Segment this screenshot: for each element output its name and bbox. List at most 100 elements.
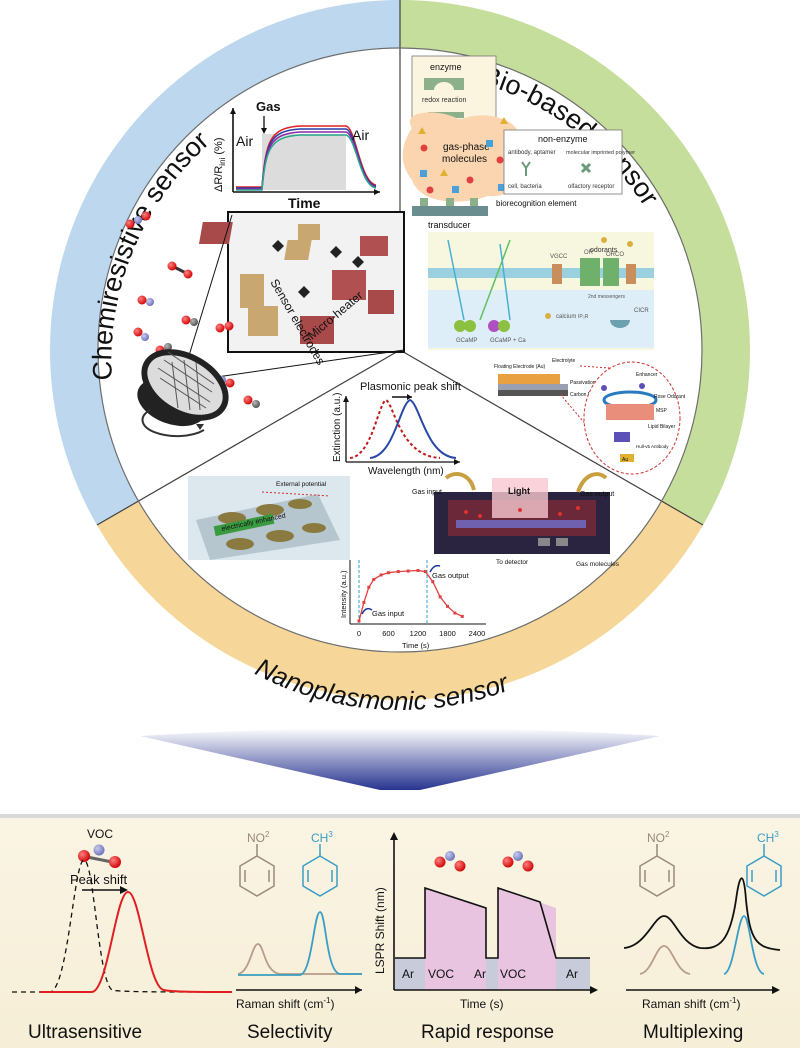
raman-left-axis-label: Raman shift (cm-1) bbox=[236, 996, 334, 1011]
calcium-label: calcium bbox=[556, 314, 576, 320]
gas-input-label: Gas input bbox=[412, 489, 442, 496]
gas-output-label: Gas output bbox=[580, 491, 614, 498]
lipid-bilayer-label: Lipid Bilayer bbox=[648, 424, 676, 430]
biorecognition-label: biorecognition element bbox=[496, 199, 577, 208]
nanowire-device-image: electrically enhanced External potential bbox=[188, 476, 350, 560]
lspr-axis-label: LSPR Shift (nm) bbox=[373, 887, 387, 974]
passivation-label: Passivation Layer bbox=[570, 380, 610, 386]
transducer-label: transducer bbox=[428, 220, 471, 230]
electrolyte-label: Electrolyte bbox=[552, 358, 576, 364]
intensity-point bbox=[379, 573, 383, 577]
rapid-molecule-icon-2 bbox=[502, 851, 534, 872]
gas-phase-label: gas-phase bbox=[443, 142, 490, 153]
air-left-label: Air bbox=[236, 133, 253, 149]
divider-nano-right bbox=[399, 349, 704, 526]
intensity-point bbox=[416, 568, 420, 572]
chart-gas-output-label: Gas output bbox=[432, 571, 470, 580]
flow-cell-diagram: Light Gas input Gas output To detector G… bbox=[412, 472, 620, 568]
plasmonic-peak-shift-plot: Plasmonic peak shift Extinction (a.u.) W… bbox=[332, 381, 461, 477]
cell-signaling-diagram: odorants VGCC OR ORCO 2nd messengers cal… bbox=[428, 232, 654, 350]
no2-left-label: NO2 bbox=[247, 830, 270, 845]
chemiresistive-response-plot: Gas Air Air Time ΔR/Rini (%) bbox=[213, 99, 380, 211]
rapid-response-title: Rapid response bbox=[421, 1022, 554, 1043]
segment-voc-2: VOC bbox=[500, 967, 526, 981]
time-axis-label: Time (s) bbox=[402, 641, 430, 650]
cell-label: cell, bacteria bbox=[508, 184, 542, 190]
intensity-axis-label: Intensity (a.u.) bbox=[339, 570, 348, 618]
intensity-point bbox=[406, 569, 410, 573]
rapid-response-panel: Ar VOC Ar VOC Ar LSPR Shift (nm) Time (s… bbox=[373, 832, 598, 1043]
intensity-point bbox=[453, 611, 457, 615]
intensity-point bbox=[372, 577, 376, 581]
odorants-label: odorants bbox=[590, 247, 618, 254]
time-tick-label: 1800 bbox=[439, 629, 456, 638]
rapid-molecule-icon-1 bbox=[434, 851, 466, 872]
intensity-point bbox=[362, 600, 366, 604]
gas-label: Gas bbox=[256, 99, 281, 114]
divider-nano-left bbox=[96, 349, 401, 526]
no2-right-label: NO2 bbox=[647, 830, 670, 845]
intensity-point bbox=[431, 580, 435, 584]
olfactory-label: olfactory receptor bbox=[568, 184, 614, 190]
gas-molecules-label: Gas molecules bbox=[576, 561, 620, 568]
floating-electrode-diagram: Floating Electrode (Au) Electrolyte Pass… bbox=[494, 358, 686, 475]
selectivity-title: Selectivity bbox=[247, 1022, 333, 1043]
orco-label: ORCO bbox=[606, 252, 624, 258]
external-potential-label: External potential bbox=[276, 481, 327, 488]
gcamp-label: GCaMP bbox=[456, 338, 477, 344]
redox-label: redox reaction bbox=[422, 97, 466, 104]
ip3r-label: IP₃R bbox=[578, 314, 589, 320]
segment-voc-1: VOC bbox=[428, 967, 454, 981]
antibody-his-label: Hull-v5 Antibody bbox=[636, 444, 669, 449]
intensity-point bbox=[438, 595, 442, 599]
benzene-ch3-icon-right bbox=[746, 844, 782, 897]
benzene-no2-icon-right bbox=[639, 844, 675, 897]
ch3-right-label: CH3 bbox=[757, 830, 779, 845]
intensity-point bbox=[367, 585, 371, 589]
raman-right-axis-label: Raman shift (cm-1) bbox=[642, 996, 740, 1011]
dr-axis-label: ΔR/Rini (%) bbox=[213, 138, 227, 192]
segment-ar-3: Ar bbox=[566, 967, 578, 981]
sensor-mesh-device bbox=[137, 349, 229, 438]
intensity-point bbox=[446, 604, 449, 608]
voc-label: VOC bbox=[87, 827, 113, 841]
intensity-time-chart: 0 600 1200 1800 2400 Intensity (a.u.) Time (… bbox=[339, 560, 486, 650]
rose-odorant-label: Rose Odorant bbox=[654, 394, 686, 400]
microheater-chip-image: Sensor electrodes Micro-heater bbox=[198, 211, 405, 367]
time-tick-label: 600 bbox=[382, 629, 395, 638]
non-enzyme-label: non-enzyme bbox=[538, 134, 588, 144]
time-tick-label: 0 bbox=[357, 629, 361, 638]
time-tick-label: 2400 bbox=[469, 629, 486, 638]
intensity-point bbox=[396, 570, 400, 574]
floating-electrode-label: Floating Electrode (Au) bbox=[494, 364, 545, 370]
intensity-point bbox=[423, 570, 427, 574]
time-label: Time bbox=[288, 195, 321, 211]
ultrasensitive-title: Ultrasensitive bbox=[28, 1022, 142, 1043]
to-detector-label: To detector bbox=[496, 559, 529, 566]
msp-label: MSP bbox=[656, 408, 668, 414]
intensity-point bbox=[357, 619, 361, 623]
messengers-label: 2nd messengers bbox=[588, 294, 625, 300]
light-label: Light bbox=[508, 486, 530, 496]
benzene-no2-icon-left bbox=[239, 844, 275, 897]
au-label: Au bbox=[622, 457, 628, 463]
transition-arrow bbox=[140, 728, 660, 790]
segment-ar-1: Ar bbox=[402, 967, 414, 981]
antibody-label: antibody, aptamer bbox=[508, 150, 556, 156]
chart-gas-input-label: Gas input bbox=[372, 609, 405, 618]
time-tick-label: 1200 bbox=[410, 629, 427, 638]
wavelength-axis-label: Wavelength (nm) bbox=[368, 466, 444, 477]
peak-shift-label: Peak shift bbox=[70, 872, 127, 887]
voc-molecule-icon bbox=[78, 844, 121, 868]
vgcc-label: VGCC bbox=[550, 254, 568, 260]
air-right-label: Air bbox=[352, 127, 369, 143]
enzyme-label: enzyme bbox=[430, 62, 462, 72]
intensity-point bbox=[387, 571, 390, 575]
bio-recognition-diagram: enzyme redox reaction gas-phase molecule… bbox=[402, 55, 635, 230]
multiplexing-panel: NO2 CH3 Raman shift (cm-1) Multiplexing bbox=[623, 830, 782, 1043]
selectivity-panel: NO2 CH3 Raman shift (cm-1) Selectivity bbox=[236, 830, 362, 1043]
bottom-panel bbox=[0, 814, 800, 1048]
intensity-point bbox=[460, 614, 464, 618]
enhancer-label: Enhancer bbox=[636, 372, 658, 378]
benzene-ch3-icon-left bbox=[302, 844, 338, 897]
